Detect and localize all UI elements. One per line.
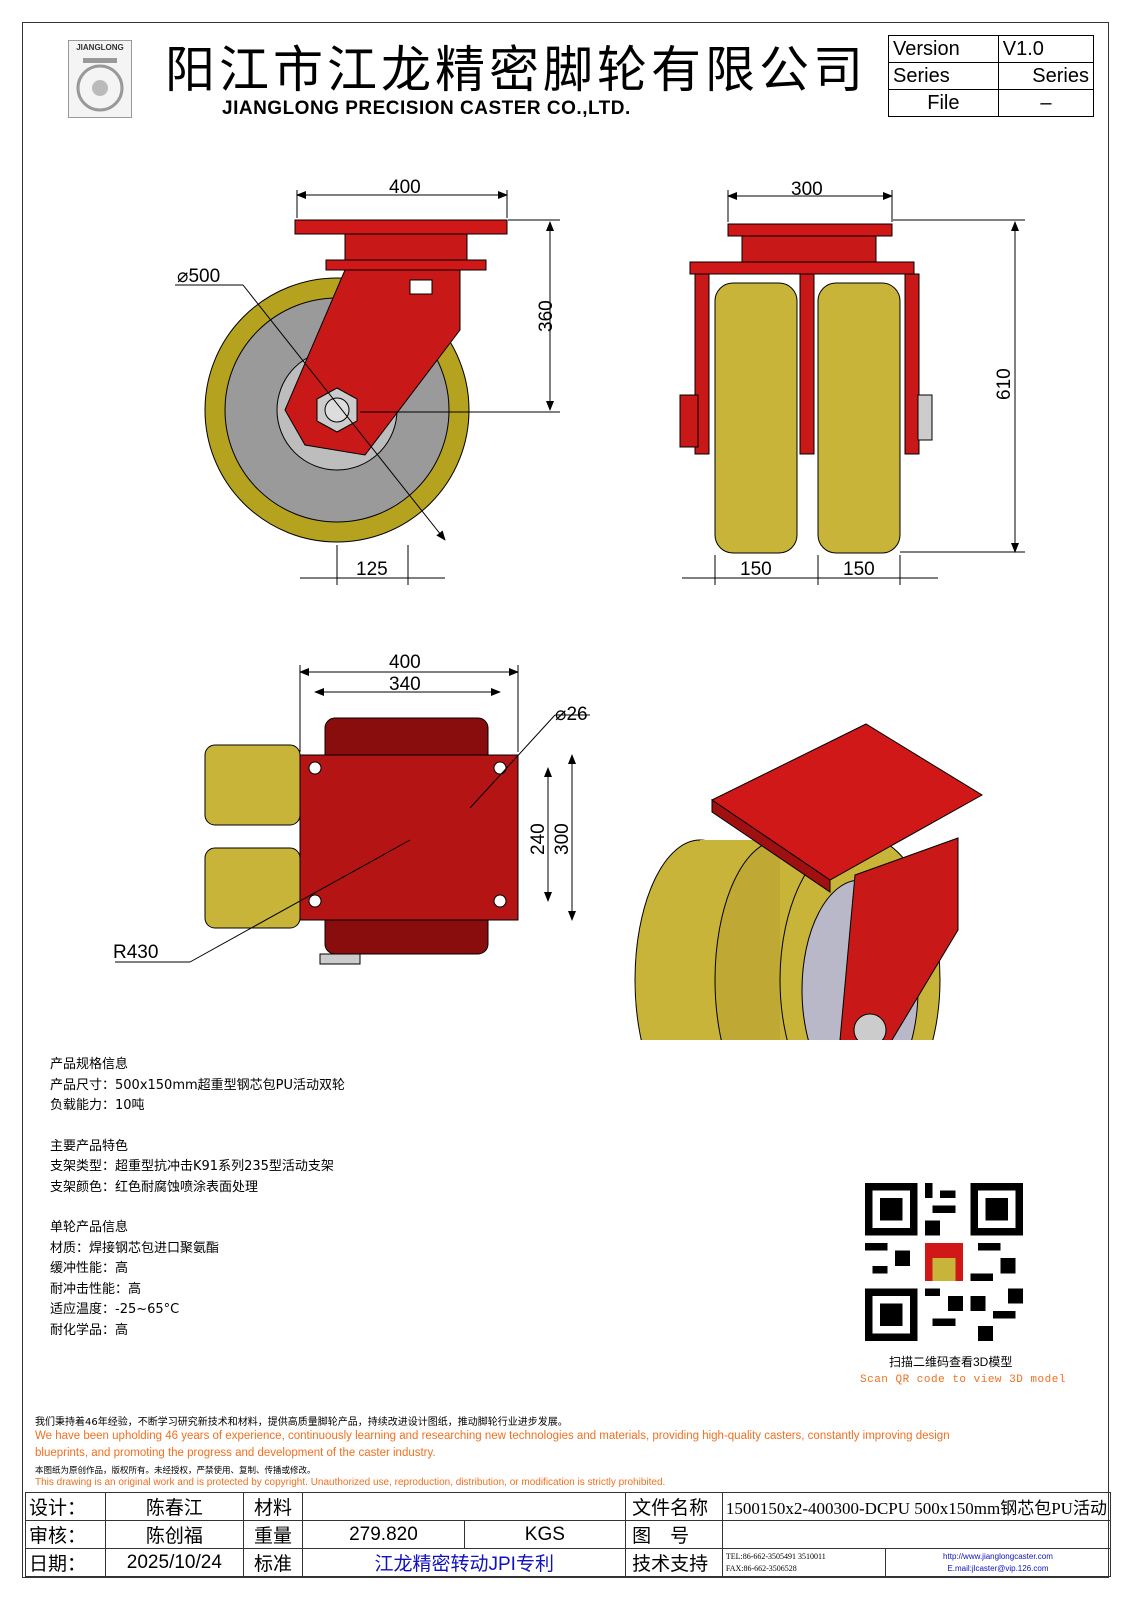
dim-top-hole-height: 240 (528, 823, 549, 855)
fax: FAX:86-662-3506528 (725, 1563, 797, 1573)
drawing-number-value (721, 1520, 1112, 1549)
spec-heading: 单轮产品信息 (50, 1220, 129, 1235)
website-link[interactable]: http://www.jianglongcaster.com (943, 1551, 1053, 1561)
standard-value: 江龙精密转动JPI专利 (302, 1548, 627, 1577)
date-label: 日期： (24, 1548, 107, 1577)
top-view: 400 340 ⌀26 240 300 R430 (113, 652, 590, 965)
spec-line: 支架颜色：红色耐腐蚀喷涂表面处理 (50, 1179, 259, 1195)
dim-top-width: 400 (389, 652, 421, 673)
dim-top-hole-spacing: 340 (389, 674, 421, 695)
file-value: – (997, 89, 1095, 117)
mission-statement-cn: 我们秉持着46年经验，不断学习研究新技术和材料，提供高质量脚轮产品，持续改进设计… (35, 1417, 568, 1428)
qr-code[interactable] (865, 1183, 1023, 1341)
dim-hole-diameter: ⌀26 (555, 704, 588, 725)
dim-wheel-width-1: 150 (740, 559, 772, 580)
file-label: File (888, 89, 999, 117)
standard-label: 标准 (242, 1548, 304, 1577)
dim-top-height: 300 (552, 823, 573, 855)
weight-value: 279.820 (302, 1520, 465, 1549)
drawing-frame (22, 22, 1109, 1578)
copyright-en: This drawing is an original work and is … (35, 1477, 666, 1488)
drawing-number-label: 图 号 (625, 1520, 723, 1549)
spec-line: 耐化学品：高 (50, 1322, 129, 1338)
isometric-view (634, 723, 983, 1040)
company-logo: JIANGLONG (68, 40, 132, 118)
spec-line: 缓冲性能：高 (50, 1261, 129, 1276)
designer-value: 陈春江 (105, 1492, 244, 1521)
front-view: 400 360 ⌀500 125 (175, 177, 560, 585)
qr-caption-en: Scan QR code to view 3D model (860, 1374, 1066, 1386)
spec-heading: 产品规格信息 (50, 1057, 129, 1072)
copyright-cn: 本图纸为原创作品，版权所有。未经授权，严禁使用、复制、传播或修改。 (35, 1466, 316, 1476)
spec-line: 支架类型：超重型抗冲击K91系列235型活动支架 (50, 1159, 334, 1174)
material-value (302, 1492, 627, 1521)
dim-side-height: 610 (994, 368, 1015, 400)
company-name-cn: 阳江市江龙精密脚轮有限公司 (165, 41, 867, 99)
telephone: TEL:86-662-3505491 3510011 (725, 1551, 826, 1561)
weight-unit: KGS (463, 1520, 627, 1549)
mission-statement-en-2: blueprints, and promoting the progress a… (35, 1447, 436, 1459)
technical-drawing: 400 360 ⌀500 125 300 610 150 150 400 340… (113, 177, 1025, 1040)
spec-line: 适应温度：-25~65°C (50, 1302, 180, 1317)
review-label: 审核： (24, 1520, 107, 1549)
spec-line: 材质：焊接钢芯包进口聚氨酯 (50, 1240, 220, 1256)
dim-side-width: 300 (791, 179, 823, 200)
reviewer-value: 陈创福 (105, 1520, 244, 1549)
version-value: V1.0 (997, 35, 1095, 63)
dim-wheel-width-2: 150 (843, 559, 875, 580)
email-link[interactable]: E.mail:jlcaster@vip.126.com (947, 1563, 1049, 1573)
filename-label: 文件名称 (625, 1492, 723, 1521)
design-label: 设计： (24, 1492, 107, 1521)
dim-front-height: 360 (536, 300, 557, 332)
title-block: 设计： 陈春江 材料 文件名称 1500150x2-400300-DCPU 50… (24, 1492, 1112, 1577)
series-label: Series (888, 62, 999, 90)
mission-statement-en-1: We have been upholding 46 years of exper… (35, 1430, 950, 1442)
series-value: Series (997, 62, 1095, 90)
filename-value: 1500150x2-400300-DCPU 500x150mm钢芯包PU活动 (721, 1492, 1112, 1521)
product-specs: 产品规格信息 产品尺寸：500x150mm超重型钢芯包PU活动双轮 负载能力：1… (50, 1055, 345, 1341)
support-label: 技术支持 (625, 1548, 723, 1577)
spec-heading: 主要产品特色 (50, 1138, 129, 1154)
dim-offset: 125 (356, 559, 388, 580)
dim-wheel-diameter: ⌀500 (177, 266, 220, 287)
dim-front-width: 400 (389, 177, 421, 198)
date-value: 2025/10/24 (105, 1548, 244, 1577)
dim-swivel-radius: R430 (113, 942, 158, 963)
caster-logo-icon (76, 58, 124, 112)
spec-line: 产品尺寸：500x150mm超重型钢芯包PU活动双轮 (50, 1077, 346, 1093)
material-label: 材料 (242, 1492, 304, 1521)
spec-line: 负载能力：10吨 (50, 1098, 145, 1113)
company-name-en: JIANGLONG PRECISION CASTER CO.,LTD. (222, 98, 631, 119)
side-view: 300 610 150 150 (679, 179, 1025, 585)
weight-label: 重量 (242, 1520, 304, 1549)
qr-caption-cn: 扫描二维码查看3D模型 (889, 1355, 1013, 1369)
spec-line: 耐冲击性能：高 (50, 1281, 142, 1297)
